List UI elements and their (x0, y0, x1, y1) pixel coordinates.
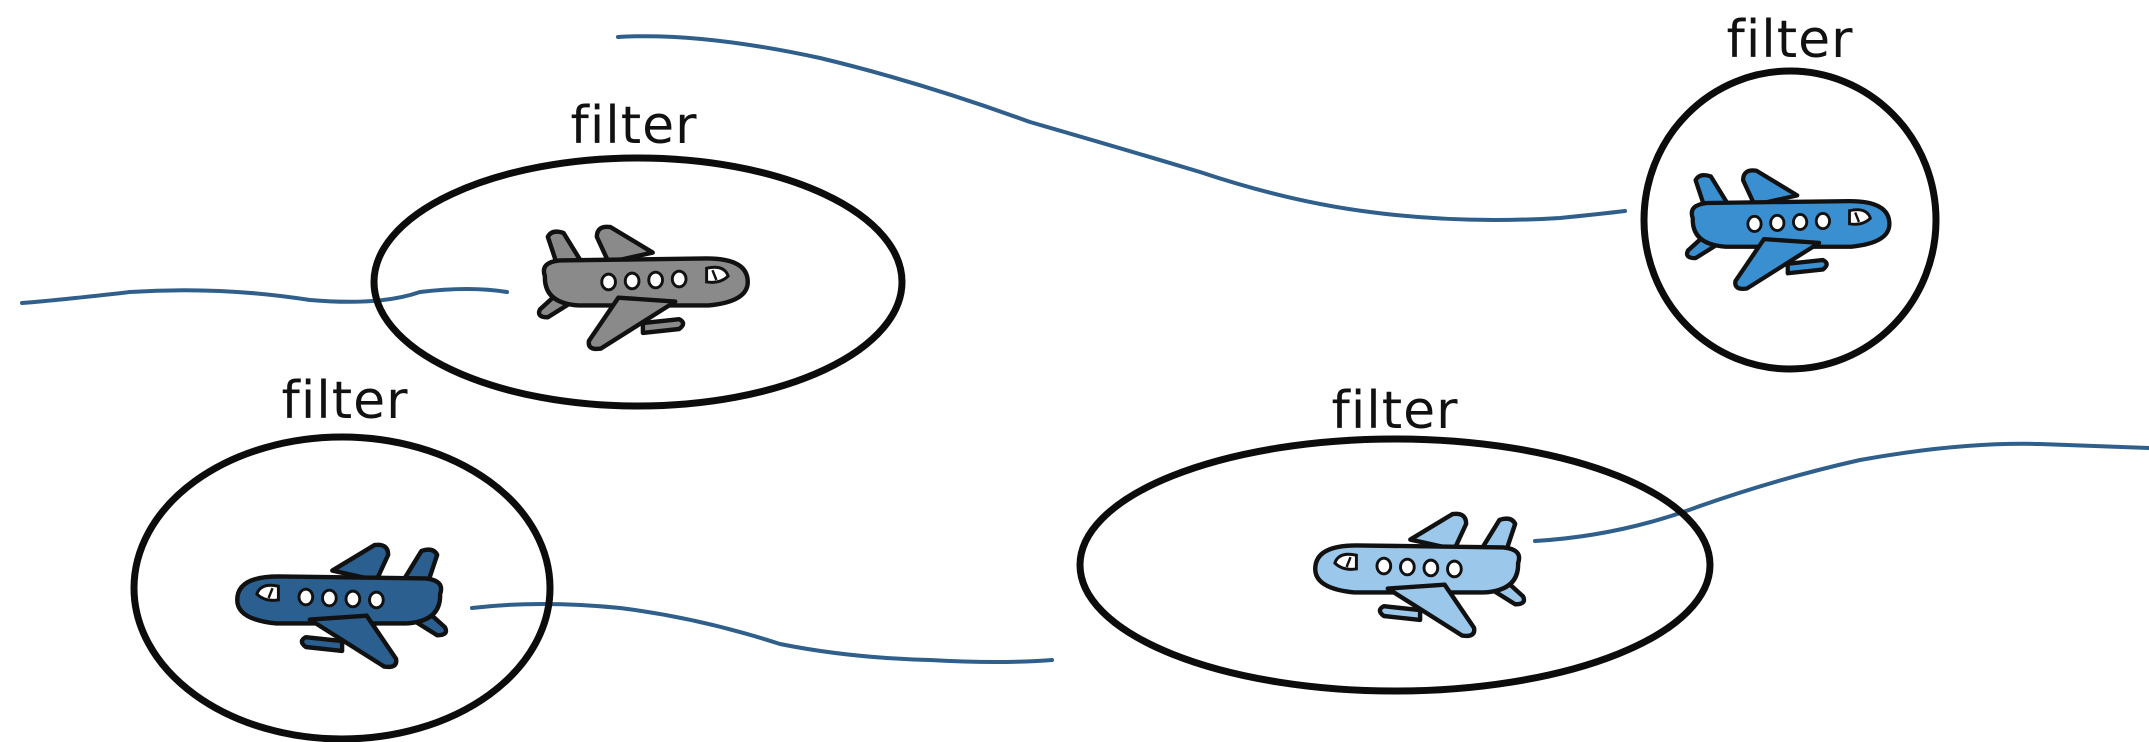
airplane-icon (1684, 168, 1892, 291)
filter-group-top-left: filter (370, 96, 906, 410)
filter-group-bottom-left: filter (130, 371, 554, 742)
filter-label: filter (571, 96, 698, 156)
filter-ring (370, 154, 906, 410)
filter-ring (1640, 67, 1940, 373)
trail-top-right (616, 34, 1627, 222)
filter-ring (1076, 435, 1714, 695)
filter-group-bottom-right: filter (1076, 381, 1714, 695)
airplane-icon (536, 224, 750, 352)
filter-ring (130, 433, 554, 742)
trail-top-left (20, 287, 509, 305)
trail-bottom-left (470, 602, 1054, 664)
filter-label: filter (1727, 10, 1854, 70)
airplane-icon (235, 542, 449, 670)
filter-label: filter (282, 371, 409, 431)
airplane-icon (1313, 511, 1527, 639)
filter-label: filter (1332, 381, 1459, 441)
trail-bottom-right (1533, 441, 2149, 543)
filter-group-top-right: filter (1640, 10, 1940, 373)
